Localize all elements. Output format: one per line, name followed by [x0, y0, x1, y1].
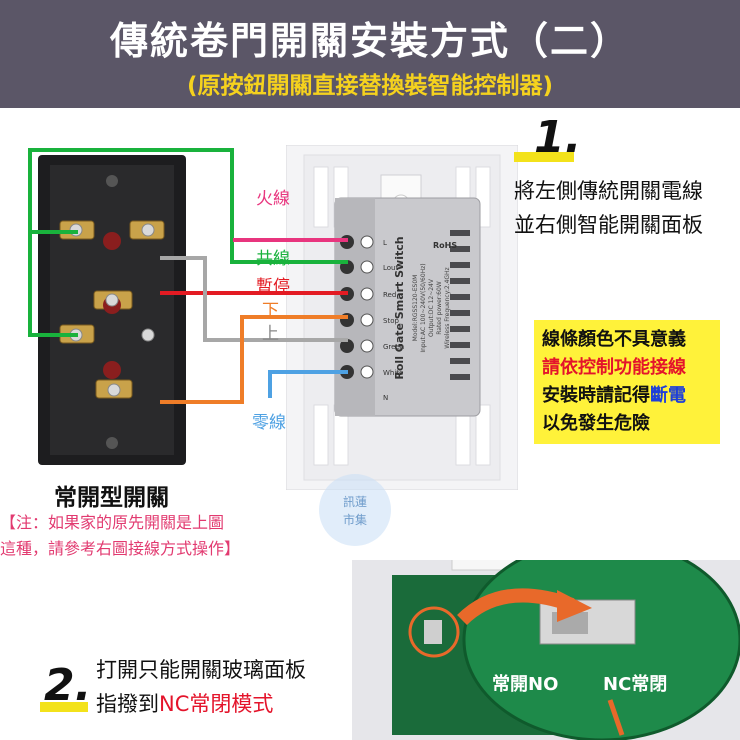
- page-subtitle: (原按鈕開關直接替換裝智能控制器): [186, 73, 554, 99]
- step2-line2: 指撥到NC常閉模式: [96, 689, 273, 720]
- green-wire: [28, 230, 78, 337]
- up-wire: [160, 256, 348, 342]
- nc-label: NC常閉: [603, 674, 668, 695]
- neutral-wire: [268, 370, 348, 398]
- step1-line2: 並右側智能開關面板: [514, 213, 703, 237]
- warning-line2: 請依控制功能接線: [542, 357, 686, 378]
- step2-line1: 打開只能開關玻璃面板: [96, 658, 306, 682]
- traditional-switch: [38, 155, 186, 465]
- note-line2: 這種，請參考右圖接線方式操作】: [0, 539, 241, 558]
- terminal-label: N: [383, 394, 388, 402]
- common-label: 共線: [256, 249, 290, 269]
- module-power: Rated power:60W: [436, 281, 443, 335]
- step2-line2a: 指撥到: [96, 692, 159, 716]
- step2-number: 2.: [44, 660, 92, 711]
- switch-note: 【注：如果家的原先開關是上圖 這種，請參考右圖接線方式操作】: [0, 510, 330, 562]
- down-label: 下: [262, 301, 279, 321]
- module-model: Model:RGSS120-ES0M: [412, 275, 419, 342]
- warning-line4: 以免發生危險: [542, 413, 650, 434]
- terminal-label: L: [383, 239, 387, 247]
- page-title: 傳統卷門開關安裝方式（二）: [109, 19, 630, 63]
- header-banner: 傳統卷門開關安裝方式（二） (原按鈕開關直接替換裝智能控制器): [0, 0, 740, 108]
- common-wire: [28, 148, 348, 264]
- svg-text:市集: 市集: [343, 512, 367, 527]
- terminal-screw: [340, 339, 354, 353]
- step1-highlight: [514, 152, 574, 162]
- step2-highlight: [40, 702, 88, 712]
- step2-line2b: NC常閉模式: [159, 692, 274, 716]
- svg-text:訊蓮: 訊蓮: [343, 494, 367, 509]
- terminal-label: Lout: [383, 264, 398, 272]
- live-label: 火線: [256, 189, 290, 209]
- step1-number: 1.: [534, 112, 582, 163]
- switch-caption: 常開型開關: [54, 485, 169, 511]
- pause-label: 暫停: [256, 277, 290, 297]
- terminal-label: Stop: [383, 317, 399, 325]
- note-line1: 【注：如果家的原先開關是上圖: [0, 513, 225, 532]
- controller-module: Roll Gate Smart Switch Model:RGSS120-ES0…: [334, 197, 481, 417]
- rohs-mark: RoHS: [433, 241, 457, 250]
- glass-panel-photo: [352, 560, 740, 740]
- no-label: 常開NO: [492, 674, 559, 695]
- module-output: Output:DC 12~24V: [428, 278, 435, 337]
- module-freq: Wireless Frequency:2.4GHz: [444, 267, 451, 348]
- step1-line1: 將左側傳統開關電線: [514, 179, 703, 203]
- warning-line3b: 斷電: [650, 385, 686, 406]
- down-wire: [160, 315, 348, 404]
- module-input: Input:AC 100~240V(50/60Hz): [420, 263, 427, 352]
- watermark-logo: 訊蓮 市集: [319, 474, 391, 546]
- terminal-label: White: [383, 369, 403, 377]
- warning-box: 線條顏色不具意義 請依控制功能接線 安裝時請記得斷電 以免發生危險: [534, 320, 720, 444]
- neutral-label: 零線: [252, 413, 286, 433]
- warning-line1: 線條顏色不具意義: [542, 329, 686, 350]
- module-brand: Roll Gate Smart Switch: [393, 236, 406, 379]
- up-label: 上: [262, 324, 279, 344]
- terminal-label: Red: [383, 291, 396, 299]
- warning-line3a: 安裝時請記得: [542, 385, 650, 406]
- terminal-label: Green: [383, 343, 404, 351]
